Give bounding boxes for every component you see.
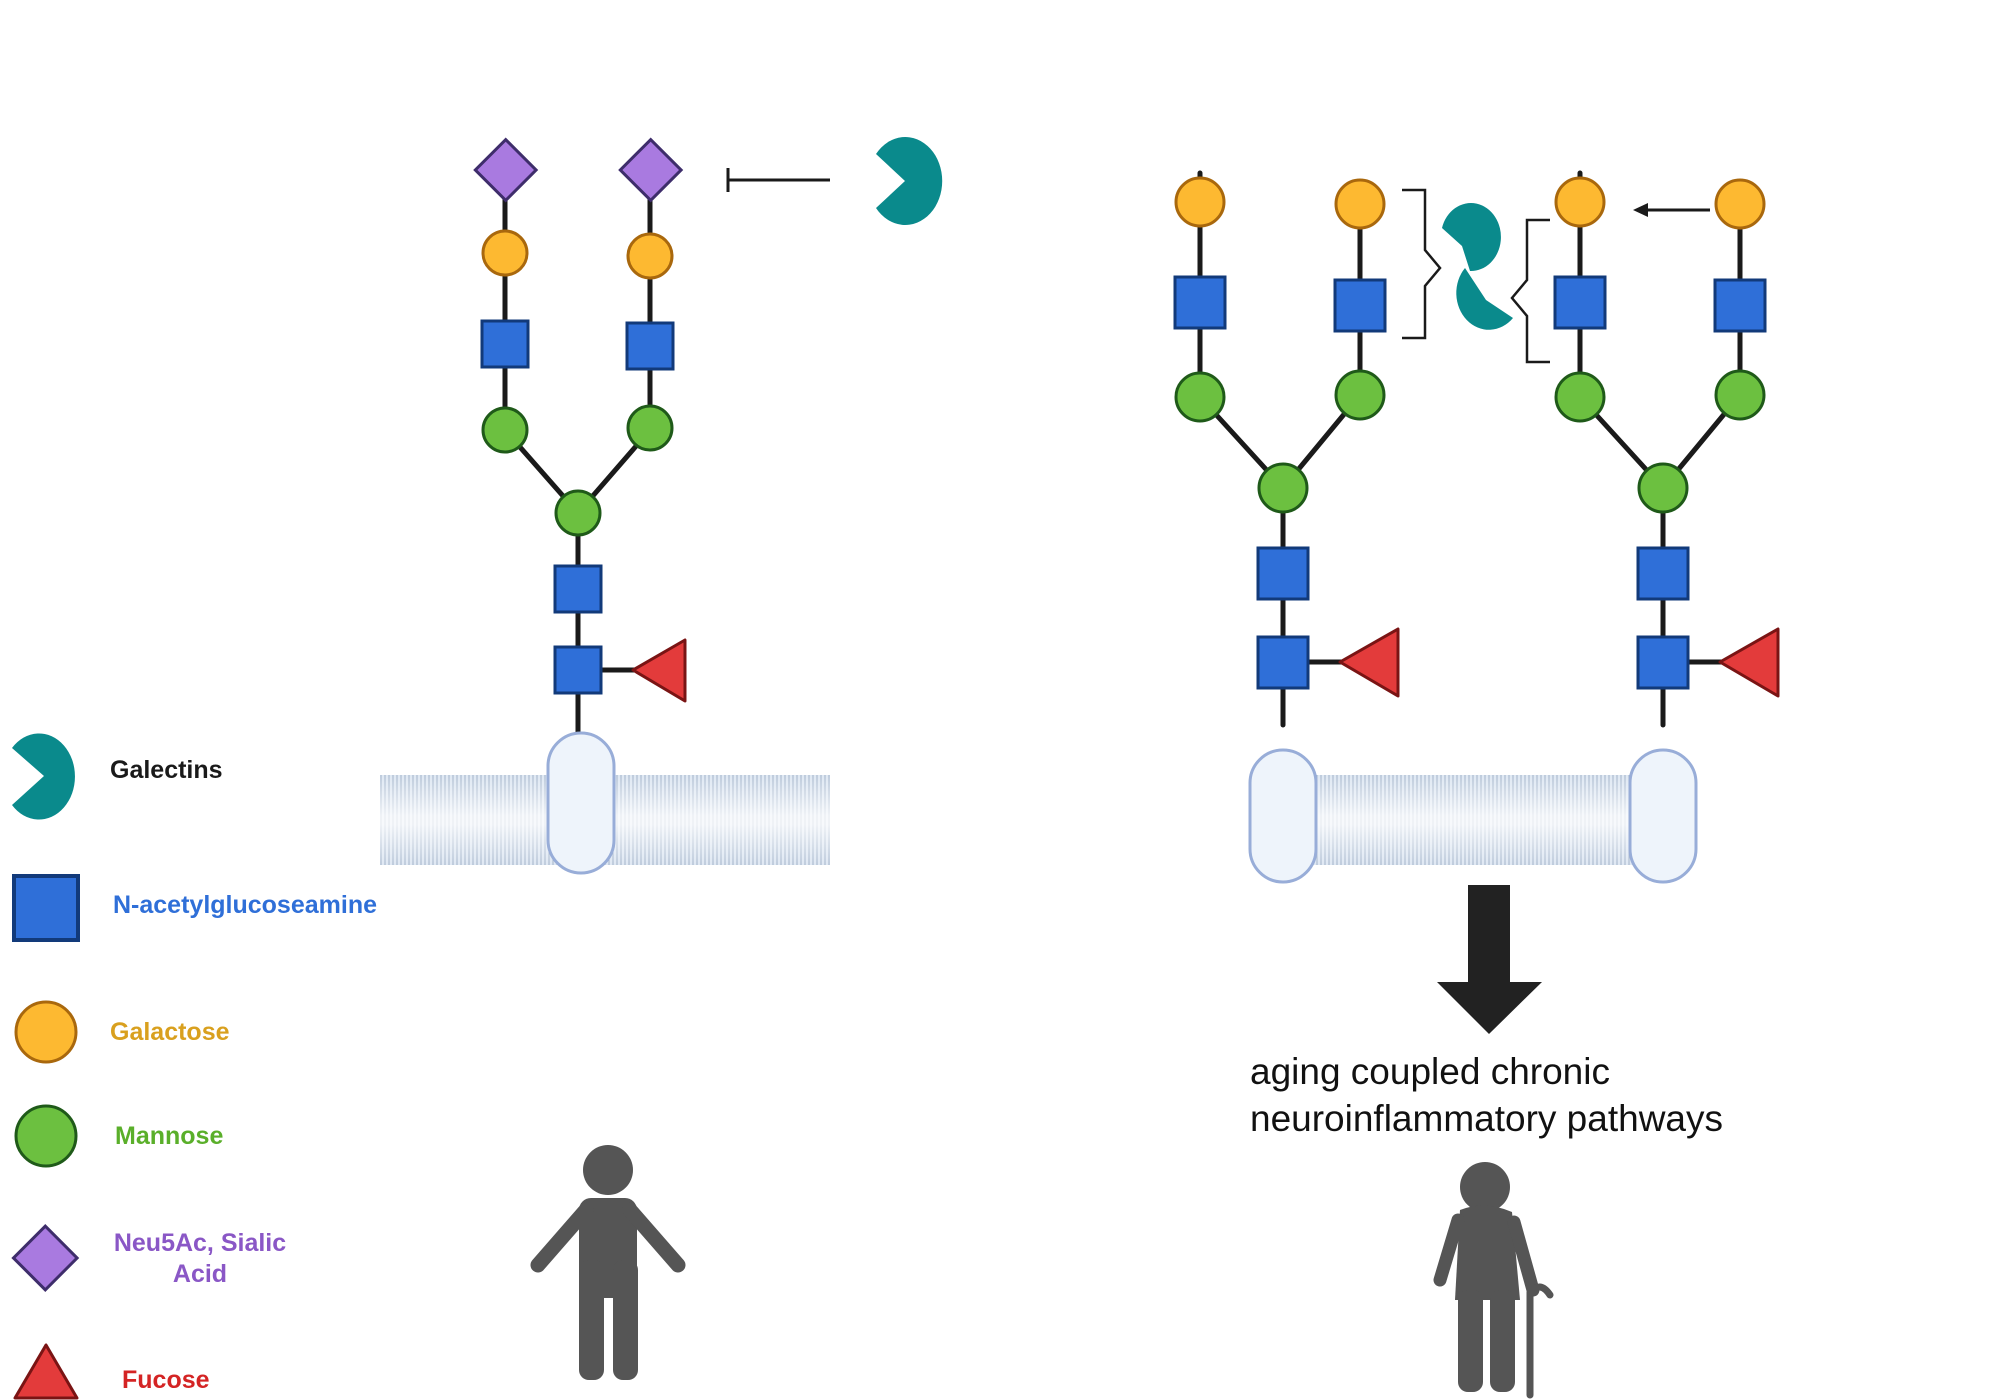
legend-label-sialic-line2: Acid xyxy=(172,1260,228,1288)
fucose-triangle-icon xyxy=(13,1343,79,1400)
glcnac-square-icon xyxy=(1173,275,1227,330)
young-person-icon xyxy=(530,1145,686,1380)
aged-glycan-b xyxy=(1553,170,1780,728)
mannose-circle-icon xyxy=(1174,371,1226,423)
galectin-icon xyxy=(1456,268,1513,330)
glcnac-square-icon xyxy=(1636,546,1690,601)
brace-right xyxy=(1510,218,1550,364)
legend-label-sialic: Neu5Ac, Sialic Acid xyxy=(110,1228,290,1290)
glcnac-square-icon xyxy=(1636,635,1690,690)
left-arrow-icon xyxy=(1633,203,1710,217)
mannose-circle-icon xyxy=(1714,369,1766,421)
galectin-icon xyxy=(12,733,75,820)
mannose-circle-icon xyxy=(14,1104,78,1168)
fucose-triangle-icon xyxy=(1338,627,1400,698)
legend-label-fucose: Fucose xyxy=(122,1366,210,1394)
glcnac-square-icon xyxy=(1553,275,1607,330)
brace-left xyxy=(1402,188,1442,340)
caption: aging coupled chronic neuroinflammatory … xyxy=(1250,1048,1723,1142)
glcnac-square-icon xyxy=(553,564,603,614)
mannose-circle-icon xyxy=(1554,371,1606,423)
glcnac-square-icon xyxy=(1713,278,1767,333)
glcnac-square-icon xyxy=(553,645,603,695)
legend-label-glcnac: N-acetylglucoseamine xyxy=(113,891,377,919)
aged-glycan-a xyxy=(1173,170,1400,728)
legend-label-sialic-line1: Neu5Ac, Sialic xyxy=(113,1229,287,1257)
caption-line1: aging coupled chronic xyxy=(1250,1051,1610,1092)
galectin-icon xyxy=(1442,203,1501,272)
mannose-circle-icon xyxy=(626,404,674,452)
fucose-triangle-icon xyxy=(631,638,687,703)
glcnac-square-icon xyxy=(1256,635,1310,690)
glcnac-square-icon xyxy=(12,874,80,942)
elderly-person-icon xyxy=(1433,1162,1554,1399)
mannose-circle-icon xyxy=(481,406,529,454)
sialic-diamond-icon xyxy=(11,1224,80,1292)
galactose-circle-icon xyxy=(1174,176,1226,228)
legend-label-mannose: Mannose xyxy=(115,1122,224,1150)
galactose-circle-icon xyxy=(1334,178,1386,230)
legend-label-galectins: Galectins xyxy=(110,756,223,784)
galactose-circle-icon xyxy=(1714,178,1766,230)
glcnac-square-icon xyxy=(625,321,675,371)
sialic-diamond-icon xyxy=(473,137,539,203)
young-glycan xyxy=(473,137,830,738)
glcnac-square-icon xyxy=(1256,546,1310,601)
caption-line2: neuroinflammatory pathways xyxy=(1250,1098,1723,1139)
down-arrow-icon xyxy=(1437,885,1542,1034)
mannose-circle-icon xyxy=(1257,462,1309,514)
galactose-circle-icon xyxy=(481,229,529,277)
galactose-circle-icon xyxy=(14,1000,78,1064)
mannose-circle-icon xyxy=(554,489,602,537)
galectin-icon xyxy=(876,137,943,225)
sialic-diamond-icon xyxy=(618,137,684,203)
galactose-circle-icon xyxy=(626,232,674,280)
mannose-circle-icon xyxy=(1334,369,1386,421)
glcnac-square-icon xyxy=(480,319,530,369)
galactose-circle-icon xyxy=(1554,176,1606,228)
inhibit-icon xyxy=(726,168,830,192)
membrane-right xyxy=(1248,748,1698,884)
glcnac-square-icon xyxy=(1333,278,1387,333)
legend-label-galactose: Galactose xyxy=(110,1018,230,1046)
membrane-left xyxy=(380,731,830,875)
fucose-triangle-icon xyxy=(1718,627,1780,698)
mannose-circle-icon xyxy=(1637,462,1689,514)
